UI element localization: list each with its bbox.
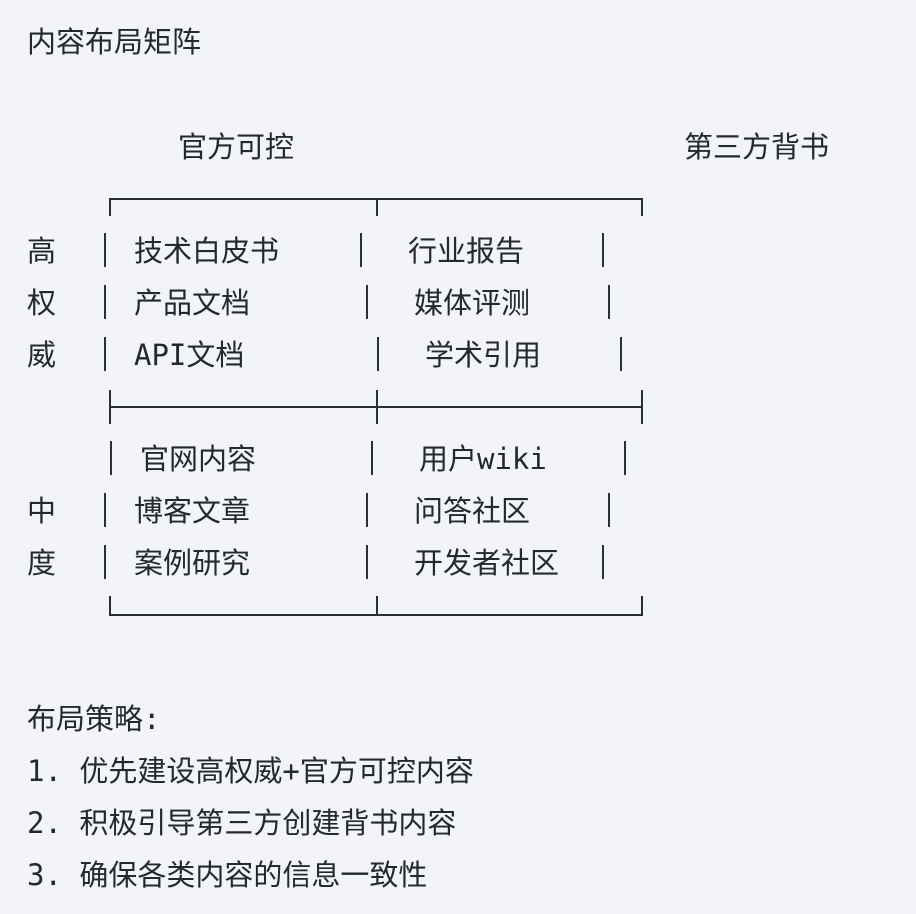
grid-bar — [104, 337, 106, 371]
grid-bar — [602, 233, 604, 267]
strategy-item: 3. 确保各类内容的信息一致性 — [27, 858, 428, 892]
row-label-high: 高 — [27, 234, 57, 268]
grid-bar — [608, 493, 610, 527]
cell-item: 用户wiki — [419, 442, 547, 476]
grid-corner-tick — [109, 596, 111, 614]
grid-bar — [104, 285, 106, 319]
grid-bar — [360, 233, 362, 267]
grid-bar — [602, 545, 604, 579]
grid-bar — [110, 441, 112, 475]
strategy-item: 1. 优先建设高权威+官方可控内容 — [27, 754, 474, 788]
grid-corner-tick — [641, 198, 643, 216]
cell-item: 官网内容 — [140, 442, 257, 476]
grid-tee-tick — [376, 390, 378, 424]
grid-bar — [104, 233, 106, 267]
cell-item: 案例研究 — [134, 546, 251, 580]
grid-bar — [366, 493, 368, 527]
strategy-heading: 布局策略: — [27, 702, 161, 736]
column-header-official: 官方可控 — [178, 130, 295, 164]
cell-item: 学术引用 — [425, 338, 542, 372]
page-title: 内容布局矩阵 — [27, 25, 202, 59]
cell-item: 行业报告 — [408, 234, 525, 268]
grid-corner-tick — [109, 198, 111, 216]
grid-bar — [608, 285, 610, 319]
grid-corner-tick — [641, 596, 643, 614]
cell-item: 问答社区 — [414, 494, 531, 528]
grid-bar — [377, 337, 379, 371]
column-header-third-party: 第三方背书 — [684, 130, 830, 164]
grid-tee-tick — [641, 390, 643, 424]
grid-bar — [371, 441, 373, 475]
cell-item: 开发者社区 — [414, 546, 560, 580]
grid-bottom-border — [109, 614, 643, 616]
grid-bar — [104, 545, 106, 579]
cell-item: 媒体评测 — [414, 286, 531, 320]
grid-bar — [366, 545, 368, 579]
cell-item: 产品文档 — [134, 286, 251, 320]
row-label-mid: 中 — [27, 494, 57, 528]
strategy-item: 2. 积极引导第三方创建背书内容 — [27, 806, 457, 840]
grid-tee-tick — [109, 390, 111, 424]
grid-corner-tick — [376, 198, 378, 216]
grid-bar — [366, 285, 368, 319]
row-label-mid: 度 — [27, 546, 57, 580]
cell-item: 博客文章 — [134, 494, 251, 528]
grid-bar — [104, 493, 106, 527]
grid-bar — [620, 337, 622, 371]
grid-bar — [624, 441, 626, 475]
cell-item: API文档 — [134, 338, 245, 372]
grid-corner-tick — [376, 596, 378, 614]
row-label-high: 权 — [27, 286, 57, 320]
row-label-high: 威 — [27, 338, 57, 372]
cell-item: 技术白皮书 — [134, 234, 280, 268]
